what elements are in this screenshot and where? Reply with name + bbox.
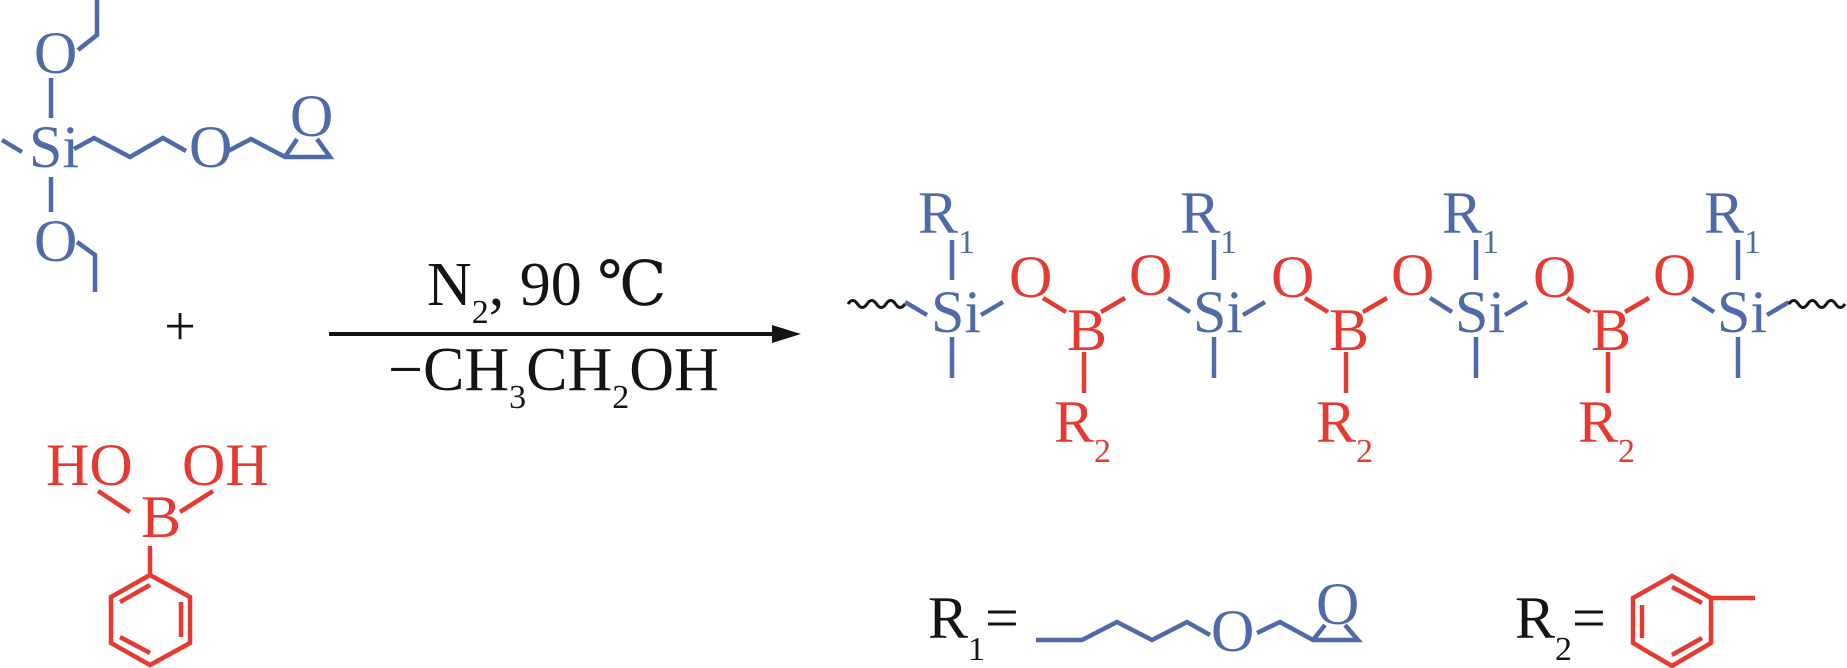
atom-b: B bbox=[1067, 297, 1107, 363]
atom-o-top: O bbox=[34, 20, 77, 86]
atom-oh: OH bbox=[182, 432, 269, 498]
substituent-r2: R2 bbox=[1316, 389, 1373, 470]
b-oh-bond bbox=[178, 489, 215, 514]
substituent-r2-main: R bbox=[1578, 389, 1618, 455]
substituent-r1-sub: 1 bbox=[958, 224, 975, 261]
r1-def-chain bbox=[1036, 619, 1212, 643]
r1-def-glycidyl bbox=[1256, 619, 1363, 643]
glycidyl-chain bbox=[226, 136, 335, 160]
cond-sub-2b: 2 bbox=[612, 379, 629, 416]
si-o-bond bbox=[1503, 300, 1529, 317]
atom-b: B bbox=[1591, 297, 1631, 363]
bottom-ethyl-bond bbox=[75, 240, 98, 292]
methyl-bond bbox=[0, 138, 24, 154]
arrow-head bbox=[772, 325, 801, 343]
wavy-end-left bbox=[846, 299, 907, 309]
substituent-r1: R1 bbox=[1704, 180, 1761, 261]
r1-def-r: R bbox=[928, 585, 968, 651]
cond-n: N bbox=[427, 251, 472, 319]
substituent-r2-sub: 2 bbox=[1618, 433, 1635, 470]
substituent-r1-main: R bbox=[1180, 180, 1220, 246]
r1-def-sub: 1 bbox=[968, 631, 985, 668]
plus-sign: + bbox=[164, 296, 196, 358]
atom-o-epoxide: O bbox=[290, 83, 333, 149]
atom-ho: HO bbox=[46, 432, 133, 498]
cond-ch: −CH bbox=[388, 336, 509, 404]
substituent-r1: R1 bbox=[1180, 180, 1237, 261]
si-o-bond bbox=[979, 300, 1005, 317]
atom-si: Si bbox=[931, 279, 981, 345]
r1-definition: R1= O O bbox=[928, 571, 1363, 668]
atom-o: O bbox=[1653, 242, 1696, 308]
atom-o-ether: O bbox=[189, 114, 232, 180]
top-ethyl-bond bbox=[76, 0, 100, 52]
atom-o: O bbox=[1391, 242, 1434, 308]
phenylboronic-acid-reactant: HO OH B bbox=[46, 432, 269, 668]
r2-def-equals: = bbox=[1572, 585, 1606, 651]
r1-def-equals: = bbox=[985, 585, 1019, 651]
substituent-r1-main: R bbox=[1442, 180, 1482, 246]
atom-b: B bbox=[141, 484, 181, 550]
substituent-r1: R1 bbox=[1442, 180, 1499, 261]
r1-def-o-ether: O bbox=[1211, 598, 1254, 664]
atom-o: O bbox=[1129, 242, 1172, 308]
o-si-bond bbox=[1166, 296, 1192, 314]
condition-above: N2, 90 ℃ bbox=[427, 251, 667, 331]
r2-definition: R2= bbox=[1515, 573, 1755, 668]
o-b-bond bbox=[1041, 296, 1068, 314]
b-o-bond bbox=[1099, 296, 1127, 314]
atom-si: Si bbox=[1455, 279, 1505, 345]
atom-o-bottom: O bbox=[34, 208, 77, 274]
cond-temp: , 90 ℃ bbox=[489, 251, 667, 319]
cond-oh: OH bbox=[629, 336, 719, 404]
substituent-r1-main: R bbox=[918, 180, 958, 246]
r1-def-o-epoxide: O bbox=[1316, 571, 1359, 637]
atom-si: Si bbox=[1193, 279, 1243, 345]
si-o-bond bbox=[1241, 300, 1267, 317]
substituent-r1: R1 bbox=[918, 180, 975, 261]
b-ho-bond bbox=[96, 489, 132, 514]
substituent-r1-sub: 1 bbox=[1744, 224, 1761, 261]
reaction-arrow: N2, 90 ℃ −CH3CH2OH bbox=[329, 251, 801, 416]
silane-reactant: O Si O O O bbox=[0, 0, 335, 292]
substituent-r1-sub: 1 bbox=[1220, 224, 1237, 261]
r2-def-phenyl-ring bbox=[1630, 573, 1755, 668]
substituent-r2-sub: 2 bbox=[1356, 433, 1373, 470]
substituent-r2-main: R bbox=[1054, 389, 1094, 455]
o-b-bond bbox=[1303, 296, 1330, 314]
o-si-bond bbox=[1428, 296, 1454, 314]
wavy-end-right bbox=[1787, 299, 1847, 309]
substituent-r2: R2 bbox=[1054, 389, 1111, 470]
si-o-bond bbox=[1765, 300, 1791, 317]
r2-def-r: R bbox=[1515, 585, 1555, 651]
cond-sub-3: 3 bbox=[509, 379, 526, 416]
r2-def-label: R2= bbox=[1515, 585, 1606, 668]
benzene-ring bbox=[108, 572, 193, 668]
atom-si: Si bbox=[1717, 279, 1767, 345]
cond-ch2: CH bbox=[526, 336, 612, 404]
cond-sub-2: 2 bbox=[472, 294, 489, 331]
condition-below: −CH3CH2OH bbox=[388, 336, 719, 416]
r2-def-sub: 2 bbox=[1555, 631, 1572, 668]
bond-end-left bbox=[903, 300, 929, 317]
substituent-r2-sub: 2 bbox=[1094, 433, 1111, 470]
substituent-r1-sub: 1 bbox=[1482, 224, 1499, 261]
r1-def-label: R1= bbox=[928, 585, 1019, 668]
atom-b: B bbox=[1329, 297, 1369, 363]
atom-si: Si bbox=[29, 114, 79, 180]
substituent-r1-main: R bbox=[1704, 180, 1744, 246]
o-b-bond bbox=[1565, 296, 1592, 314]
b-o-bond bbox=[1623, 296, 1651, 314]
substituent-r2-main: R bbox=[1316, 389, 1356, 455]
substituent-r2: R2 bbox=[1578, 389, 1635, 470]
o-si-bond bbox=[1690, 296, 1716, 314]
propyl-chain bbox=[72, 135, 188, 160]
b-o-bond bbox=[1361, 296, 1389, 314]
